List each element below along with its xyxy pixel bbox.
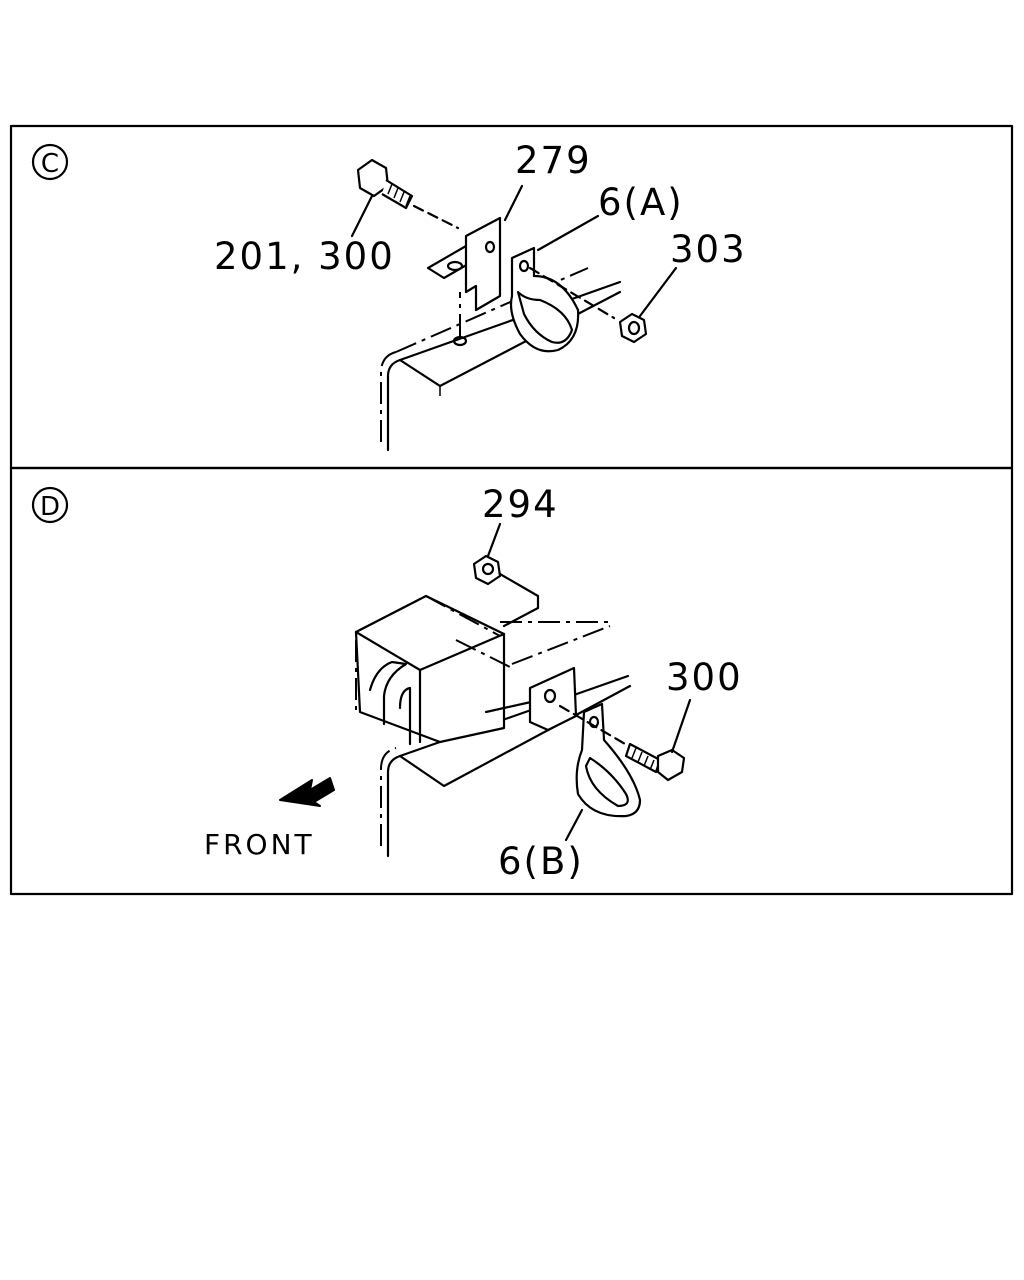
bracket-279: [426, 216, 502, 312]
leader-bolt-d: [670, 698, 692, 754]
cover-box: [354, 594, 542, 746]
front-label: FRONT: [204, 828, 315, 861]
leader-bolt-c: [350, 194, 374, 238]
nut-icon: [618, 312, 648, 344]
panel-c-letter: C: [41, 149, 59, 179]
panel-d-marker: D: [31, 486, 69, 524]
callout-279: 279: [515, 139, 592, 182]
nut-294-icon: [472, 554, 540, 628]
frame-hole-c: [452, 335, 468, 347]
leader-bracket-c: [503, 184, 524, 222]
panel-d-frame: [9, 466, 1014, 896]
clip-6b: [558, 702, 642, 818]
leader-nut-d: [486, 522, 502, 558]
bolt-icon: [356, 158, 460, 230]
callout-6a: 6(A): [598, 181, 684, 224]
callout-300: 300: [666, 656, 743, 699]
callout-294: 294: [482, 483, 559, 526]
panel-c-marker: C: [31, 143, 69, 181]
leader-clip-c: [536, 214, 600, 252]
leader-nut-c: [638, 266, 678, 318]
panel-c: C: [9, 124, 1014, 470]
panel-d-letter: D: [40, 492, 60, 522]
callout-201-300: 201, 300: [214, 235, 395, 278]
clip-6a: [509, 246, 616, 353]
bolt-300-icon: [624, 742, 686, 782]
leader-clip-d: [564, 808, 584, 842]
front-arrow-icon: [279, 777, 335, 807]
panel-d: D: [9, 466, 1014, 896]
callout-303: 303: [670, 228, 747, 271]
flange-tab: [528, 666, 578, 732]
callout-6b: 6(B): [498, 840, 584, 883]
